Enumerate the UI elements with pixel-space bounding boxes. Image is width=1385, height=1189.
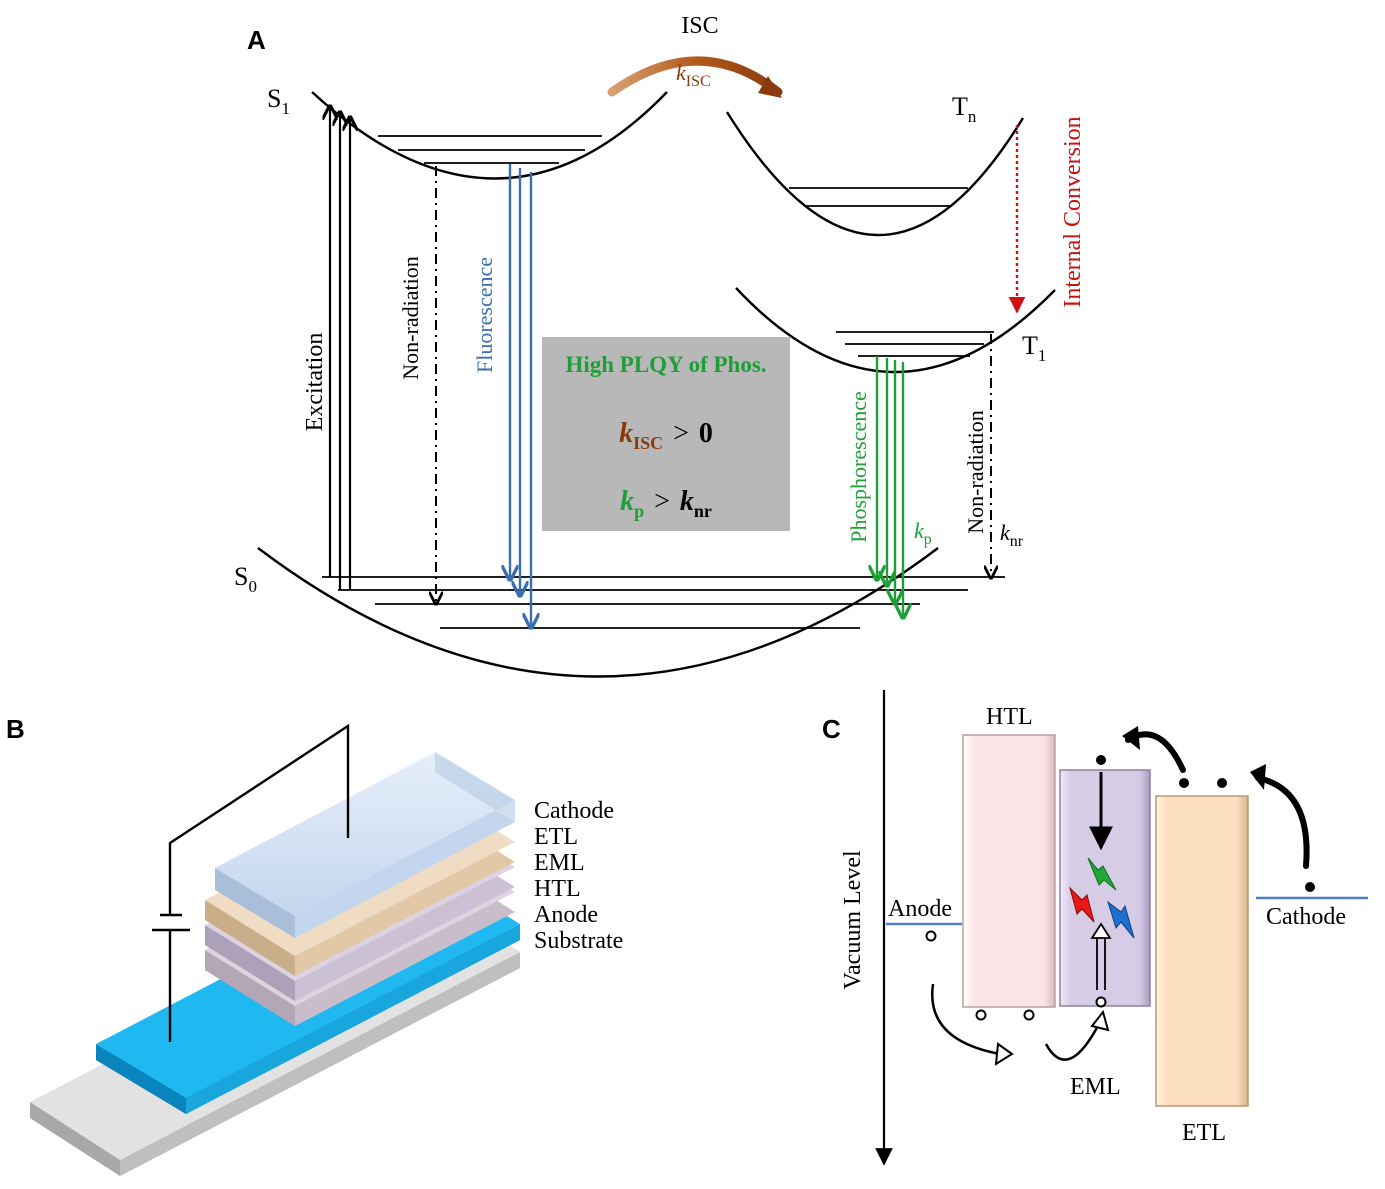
kisc-sub: ISC (633, 433, 663, 453)
knr-label-base: k (1000, 520, 1011, 545)
panel-a-letter: A (247, 25, 266, 55)
s0-label: S0 (234, 562, 257, 596)
isc-rate-sub: ISC (686, 73, 711, 90)
htl-label: HTL (986, 704, 1033, 730)
hole-hop-head-1 (994, 1042, 1014, 1066)
knr-sub: nr (694, 501, 712, 521)
isc-arrow (607, 56, 783, 97)
htl-band (962, 734, 1056, 1008)
battery-icon (152, 913, 190, 932)
anode-label: Anode (888, 896, 952, 922)
panel-a: A E (234, 13, 1086, 678)
plqy-box-line1: kISC >0 (619, 418, 713, 453)
fluorescence-label: Fluorescence (472, 257, 497, 373)
plqy-box-title: High PLQY of Phos. (565, 352, 766, 377)
electron-hop-head-2 (1122, 726, 1140, 750)
panel-c: C Vacuum Level Anode Cathode HTL EML ETL (822, 690, 1368, 1166)
etl-label: ETL (1182, 1120, 1226, 1146)
red-emission-bolt-icon (1069, 886, 1095, 923)
tn-curve (725, 111, 1025, 237)
tn-label-sub: n (968, 107, 977, 126)
knr-label-sub: nr (1010, 533, 1024, 550)
excitation-label: Excitation (302, 333, 328, 432)
layer-label-etl: ETL (534, 824, 578, 850)
s1-curve (311, 91, 668, 180)
s1-label-base: S (267, 84, 281, 113)
tn-label-base: T (952, 92, 968, 121)
s1-levels (378, 135, 602, 164)
vacuum-level-label: Vacuum Level (840, 850, 866, 990)
hole-drift-arrow (1090, 922, 1112, 990)
kisc-base: k (619, 418, 633, 449)
tn-label: Tn (952, 92, 977, 126)
t1-levels (836, 331, 994, 357)
electrons (1096, 755, 1315, 892)
hole-hop-head-2 (1090, 1009, 1110, 1032)
panel-b-letter: B (6, 714, 25, 744)
knr-label: knr (1000, 520, 1024, 550)
isc-arrow-head (758, 76, 782, 98)
t1-non-radiation-label: Non-radiation (963, 410, 988, 533)
t1-label-base: T (1022, 331, 1038, 360)
phosphorescence-label: Phosphorescence (846, 391, 871, 543)
isc-rate: kISC (676, 60, 711, 90)
panel-b: B (6, 714, 623, 1176)
s1-label: S1 (267, 84, 290, 118)
fluorescence-arrows (510, 164, 531, 628)
kp-label: kp (914, 518, 932, 548)
kp-label-base: k (914, 518, 925, 543)
plqy-box (542, 337, 790, 531)
isc-label: ISC (681, 13, 718, 39)
s0-label-base: S (234, 562, 248, 591)
isc-rate-base: k (676, 60, 687, 85)
green-emission-bolt-icon (1087, 857, 1117, 891)
layer-label-anode: Anode (534, 902, 598, 928)
t1-label-sub: 1 (1038, 346, 1047, 365)
electron-hop-head-1 (1250, 764, 1266, 790)
s0-curve (257, 547, 939, 678)
kp-sub: p (634, 501, 644, 521)
holes (925, 930, 1107, 1021)
s1-label-sub: 1 (281, 99, 290, 118)
hole-hop-arrows (930, 983, 1102, 1061)
kp-label-sub: p (924, 531, 932, 548)
tn-levels (789, 187, 968, 207)
excitation-arrows (330, 106, 350, 590)
line2-rel: > (654, 486, 670, 517)
etl-band (1155, 795, 1249, 1107)
layer-label-htl: HTL (534, 876, 581, 902)
kp-base: k (620, 486, 634, 517)
t1-label: T1 (1022, 331, 1046, 365)
layer-label-cathode: Cathode (534, 798, 614, 824)
s0-label-sub: 0 (248, 577, 257, 596)
s1-non-radiation-label: Non-radiation (398, 256, 423, 379)
line1-rel: > (673, 418, 689, 449)
panel-c-letter: C (822, 714, 841, 744)
blue-emission-bolt-icon (1107, 900, 1135, 939)
eml-label: EML (1070, 1074, 1121, 1100)
circuit-wire (168, 723, 350, 1042)
layer-label-substrate: Substrate (534, 928, 623, 954)
line1-rhs: 0 (699, 418, 713, 449)
layer-labels: Cathode ETL EML HTL Anode Substrate (534, 798, 623, 954)
cathode-label: Cathode (1266, 904, 1346, 930)
cathode-layer (215, 752, 515, 938)
phosphorescence-arrows (877, 356, 903, 618)
plqy-box-line2: kp>knr (620, 486, 712, 521)
knr-base: k (680, 486, 694, 517)
layer-label-eml: EML (534, 850, 585, 876)
internal-conversion-label: Internal Conversion (1060, 116, 1086, 307)
